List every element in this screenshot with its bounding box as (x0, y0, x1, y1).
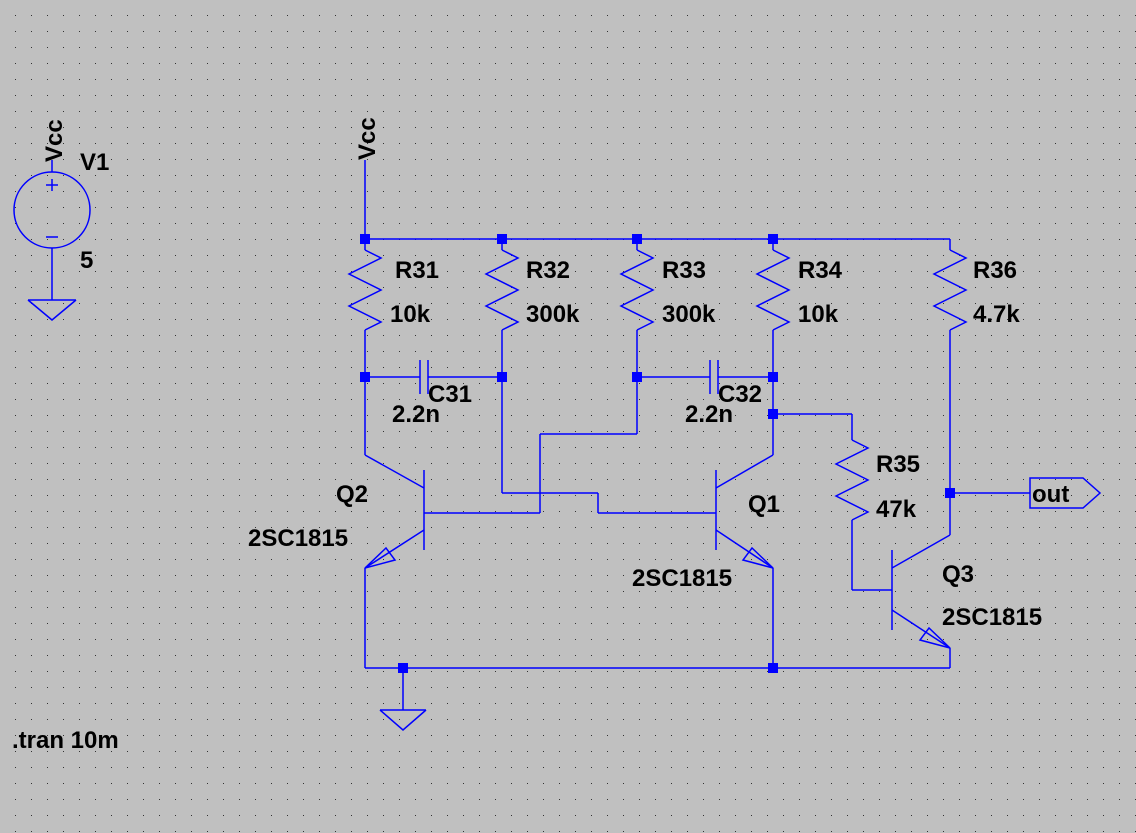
junction-dot (768, 663, 778, 673)
resistor-name-label: R33 (662, 257, 706, 284)
wires[interactable] (13, 160, 1102, 731)
source-value-label: 5 (80, 247, 93, 274)
resistor-name-label: R34 (798, 257, 843, 284)
capacitor-name-label: C32 (718, 381, 762, 408)
junction-dot (360, 372, 370, 382)
junction-dot (497, 234, 507, 244)
junction-dot (632, 372, 642, 382)
resistor-value-label: 47k (876, 496, 917, 523)
capacitor-value-label: 2.2n (392, 401, 440, 428)
source-net-label: Vcc (41, 119, 68, 162)
resistor-value-label: 4.7k (973, 301, 1020, 328)
resistor-name-label: R31 (395, 257, 439, 284)
transistor-name-label: Q2 (336, 481, 368, 508)
junction-dot (632, 234, 642, 244)
resistor-value-label: 10k (798, 301, 839, 328)
resistor-name-label: R35 (876, 451, 920, 478)
output-port-flag[interactable] (1029, 477, 1102, 509)
junction-dot (398, 663, 408, 673)
resistor-value-label: 10k (390, 301, 431, 328)
junction-dot (768, 234, 778, 244)
junctions (360, 234, 955, 673)
transistor-name-label: Q3 (942, 561, 974, 588)
transistor-model-label: 2SC1815 (942, 604, 1042, 631)
junction-dot (360, 234, 370, 244)
junction-dot (945, 488, 955, 498)
transistor-model-label: 2SC1815 (632, 565, 732, 592)
resistor-name-label: R32 (526, 257, 570, 284)
transistor-model-label: 2SC1815 (248, 525, 348, 552)
resistor-name-label: R36 (973, 257, 1017, 284)
supply-net-label: Vcc (354, 117, 381, 160)
junction-dot (768, 409, 778, 419)
resistor-value-label: 300k (662, 301, 716, 328)
transistor-name-label: Q1 (748, 491, 780, 518)
capacitor-name-label: C31 (428, 381, 472, 408)
capacitor-value-label: 2.2n (685, 401, 733, 428)
output-port-label: out (1032, 481, 1069, 508)
junction-dot (497, 372, 507, 382)
spice-directive[interactable]: .tran 10m (12, 727, 119, 754)
source-name-label: V1 (80, 149, 109, 176)
resistor-value-label: 300k (526, 301, 580, 328)
junction-dot (768, 372, 778, 382)
